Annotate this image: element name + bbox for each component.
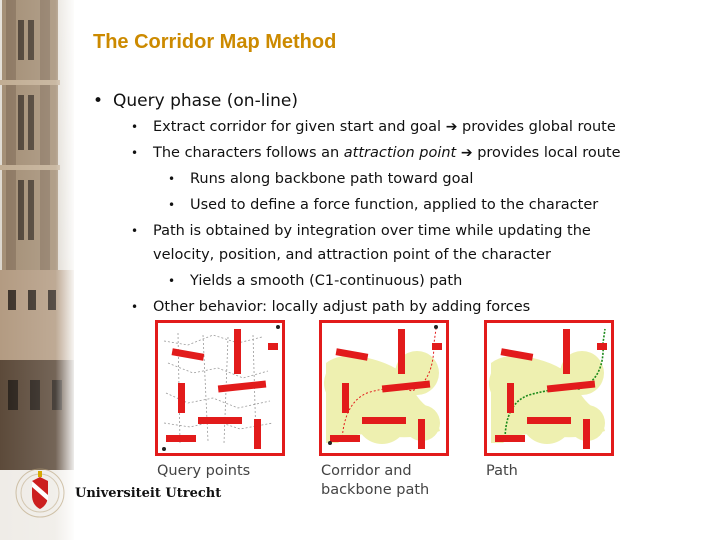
sidebar-photo (0, 0, 74, 540)
bullet-other-behavior: • Other behavior: locally adjust path by … (131, 299, 530, 315)
bullet-path-integration: • Path is obtained by integration over ti… (131, 223, 591, 239)
caption-path: Path (486, 463, 518, 479)
university-logo (15, 468, 65, 518)
query-points-diagram (162, 325, 280, 451)
slide-title: The Corridor Map Method (93, 31, 337, 53)
corridor-backbone-diagram (324, 325, 442, 449)
bullet-runs-along: • Runs along backbone path toward goal (168, 171, 473, 187)
bullet-text: Yields a smooth (C1-continuous) path (190, 273, 463, 289)
arrow-icon: ➔ (445, 119, 458, 135)
bullet-path-integration-cont: velocity, position, and attraction point… (153, 247, 551, 263)
bullet-smooth-path: • Yields a smooth (C1-continuous) path (168, 273, 462, 289)
bullet-glyph: • (131, 224, 139, 238)
caption-line: Corridor and (321, 463, 412, 479)
figure-corridor-backbone (319, 320, 449, 456)
bullet-text: Query phase (on-line) (113, 91, 299, 111)
bullet-glyph: • (168, 172, 176, 186)
bullet-glyph: • (131, 120, 139, 134)
bullet-text: Runs along backbone path toward goal (190, 171, 474, 187)
bullet-glyph: • (168, 198, 176, 212)
bullet-text: Path is obtained by integration over tim… (153, 223, 591, 239)
bullet-glyph: • (168, 274, 176, 288)
bullet-glyph: • (93, 91, 104, 111)
bullet-text: provides global route (462, 119, 616, 135)
bullet-text: The characters follows an (153, 145, 340, 161)
figure-path (484, 320, 614, 456)
bullet-query-phase: • Query phase (on-line) (93, 91, 298, 111)
bullet-glyph: • (131, 300, 139, 314)
bullet-text: Other behavior: locally adjust path by a… (153, 299, 531, 315)
bullet-text: Used to define a force function, applied… (190, 197, 599, 213)
path-diagram (489, 328, 607, 449)
bullet-text: Extract corridor for given start and goa… (153, 119, 442, 135)
dom-tower-image (0, 0, 74, 540)
caption-query-points: Query points (157, 463, 251, 479)
arrow-icon: ➔ (460, 145, 473, 161)
bullet-emphasis: attraction point (343, 145, 457, 161)
bullet-glyph: • (131, 146, 139, 160)
caption-line: backbone path (321, 482, 430, 498)
bullet-attraction-point: • The characters follows an attraction po… (131, 145, 621, 161)
university-name: Universiteit Utrecht (75, 486, 222, 501)
caption-corridor-backbone: Corridor and backbone path (321, 462, 429, 500)
bullet-force-function: • Used to define a force function, applie… (168, 197, 598, 213)
figure-query-points (155, 320, 285, 456)
bullet-text: provides local route (477, 145, 621, 161)
bullet-extract-corridor: • Extract corridor for given start and go… (131, 119, 616, 135)
